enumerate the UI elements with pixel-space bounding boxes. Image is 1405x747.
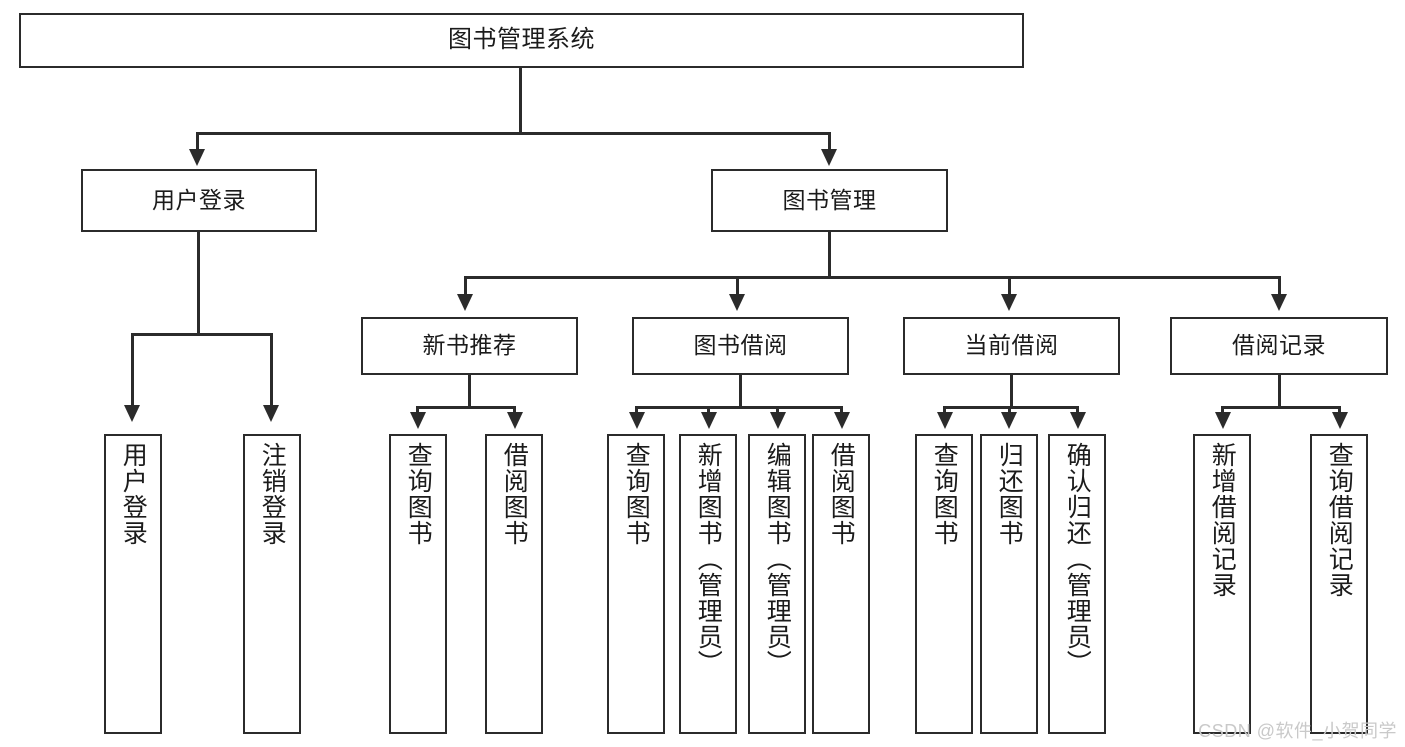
arrow-new-book-to-leaf-1 [410, 412, 426, 429]
edge-root-stem [519, 68, 522, 134]
edge-root-to-user-login [196, 132, 199, 150]
node-label: 用户登录 [152, 186, 246, 213]
leaf-borrow-record-2[interactable]: 查询借阅记录 [1310, 434, 1368, 734]
node-label: 图书管理系统 [448, 26, 595, 54]
edge-current-borrow-to-leaf-3 [1076, 406, 1079, 414]
node-label: 查询图书 [404, 442, 433, 546]
leaf-book-borrow-2[interactable]: 新增图书（管理员） [679, 434, 737, 734]
node-label: 查询图书 [930, 442, 959, 546]
edge-borrow-record-stem [1278, 375, 1281, 408]
edge-new-book-to-leaf-1 [416, 406, 419, 414]
edge-current-borrow-bus [944, 406, 1078, 409]
node-label: 借阅图书 [827, 442, 856, 546]
arrow-book-borrow-to-leaf-4 [834, 412, 850, 429]
arrow-user-login-to-leaf-1 [124, 405, 140, 422]
edge-user-login-to-leaf-1 [131, 333, 134, 406]
leaf-book-borrow-1[interactable]: 查询图书 [607, 434, 665, 734]
leaf-user-login-1[interactable]: 用户登录 [104, 434, 162, 734]
arrow-book-mgmt-to-l3-4 [1271, 294, 1287, 311]
node-current-borrow[interactable]: 当前借阅 [903, 317, 1120, 375]
node-root-system[interactable]: 图书管理系统 [19, 13, 1024, 68]
leaf-current-borrow-2[interactable]: 归还图书 [980, 434, 1038, 734]
edge-book-borrow-to-leaf-4 [840, 406, 843, 414]
arrow-current-borrow-to-leaf-3 [1070, 412, 1086, 429]
node-label: 归还图书 [995, 442, 1024, 546]
edge-current-borrow-stem [1010, 375, 1013, 408]
edge-new-book-bus [417, 406, 516, 409]
arrow-book-mgmt-to-l3-2 [729, 294, 745, 311]
leaf-current-borrow-1[interactable]: 查询图书 [915, 434, 973, 734]
leaf-new-book-1[interactable]: 查询图书 [389, 434, 447, 734]
node-label: 新书推荐 [422, 332, 517, 359]
arrow-root-to-book-mgmt [821, 149, 837, 166]
edge-book-borrow-to-leaf-3 [776, 406, 779, 414]
node-book-borrow[interactable]: 图书借阅 [632, 317, 849, 375]
node-label: 用户登录 [119, 442, 148, 546]
node-label: 借阅图书 [500, 442, 529, 546]
edge-book-mgmt-to-l3-3 [1008, 276, 1011, 294]
node-label: 确认归还（管理员） [1063, 442, 1092, 676]
node-label: 注销登录 [258, 442, 287, 546]
edge-borrow-record-to-leaf-1 [1221, 406, 1224, 414]
edge-book-borrow-bus [636, 406, 843, 409]
edge-book-borrow-stem [739, 375, 742, 408]
edge-book-mgmt-bus [465, 276, 1281, 279]
edge-book-borrow-to-leaf-2 [707, 406, 710, 414]
leaf-current-borrow-3[interactable]: 确认归还（管理员） [1048, 434, 1106, 734]
node-label: 新增借阅记录 [1208, 442, 1237, 598]
node-borrow-record[interactable]: 借阅记录 [1170, 317, 1388, 375]
edge-book-mgmt-to-l3-4 [1278, 276, 1281, 294]
arrow-new-book-to-leaf-2 [507, 412, 523, 429]
arrow-current-borrow-to-leaf-1 [937, 412, 953, 429]
edge-user-login-bus [132, 333, 272, 336]
node-label: 图书管理 [782, 186, 877, 213]
leaf-new-book-2[interactable]: 借阅图书 [485, 434, 543, 734]
node-label: 当前借阅 [964, 332, 1059, 359]
leaf-book-borrow-4[interactable]: 借阅图书 [812, 434, 870, 734]
edge-book-borrow-to-leaf-1 [635, 406, 638, 414]
arrow-book-borrow-to-leaf-3 [770, 412, 786, 429]
node-book-management[interactable]: 图书管理 [711, 169, 948, 232]
node-user-login[interactable]: 用户登录 [81, 169, 317, 232]
edge-current-borrow-to-leaf-2 [1008, 406, 1011, 414]
edge-new-book-stem [468, 375, 471, 408]
edge-new-book-to-leaf-2 [513, 406, 516, 414]
leaf-book-borrow-3[interactable]: 编辑图书（管理员） [748, 434, 806, 734]
edge-root-to-book-mgmt [828, 132, 831, 150]
arrow-book-mgmt-to-l3-1 [457, 294, 473, 311]
leaf-borrow-record-1[interactable]: 新增借阅记录 [1193, 434, 1251, 734]
node-label: 图书借阅 [693, 332, 788, 359]
arrow-book-borrow-to-leaf-1 [629, 412, 645, 429]
node-label: 新增图书（管理员） [694, 442, 723, 676]
edge-user-login-stem [197, 232, 200, 335]
edge-root-bus [197, 132, 831, 135]
node-label: 借阅记录 [1232, 332, 1326, 359]
edge-book-mgmt-stem [828, 232, 831, 278]
arrow-current-borrow-to-leaf-2 [1001, 412, 1017, 429]
node-label: 查询借阅记录 [1325, 442, 1354, 598]
arrow-root-to-user-login [189, 149, 205, 166]
node-new-book-recommend[interactable]: 新书推荐 [361, 317, 578, 375]
edge-book-mgmt-to-l3-1 [464, 276, 467, 294]
arrow-borrow-record-to-leaf-1 [1215, 412, 1231, 429]
arrow-book-mgmt-to-l3-3 [1001, 294, 1017, 311]
arrow-book-borrow-to-leaf-2 [701, 412, 717, 429]
edge-book-mgmt-to-l3-2 [736, 276, 739, 294]
edge-borrow-record-bus [1222, 406, 1339, 409]
arrow-user-login-to-leaf-2 [263, 405, 279, 422]
edge-borrow-record-to-leaf-2 [1338, 406, 1341, 414]
leaf-user-login-2[interactable]: 注销登录 [243, 434, 301, 734]
edge-user-login-to-leaf-2 [270, 333, 273, 406]
arrow-borrow-record-to-leaf-2 [1332, 412, 1348, 429]
edge-current-borrow-to-leaf-1 [943, 406, 946, 414]
node-label: 查询图书 [622, 442, 651, 546]
node-label: 编辑图书（管理员） [763, 442, 792, 676]
